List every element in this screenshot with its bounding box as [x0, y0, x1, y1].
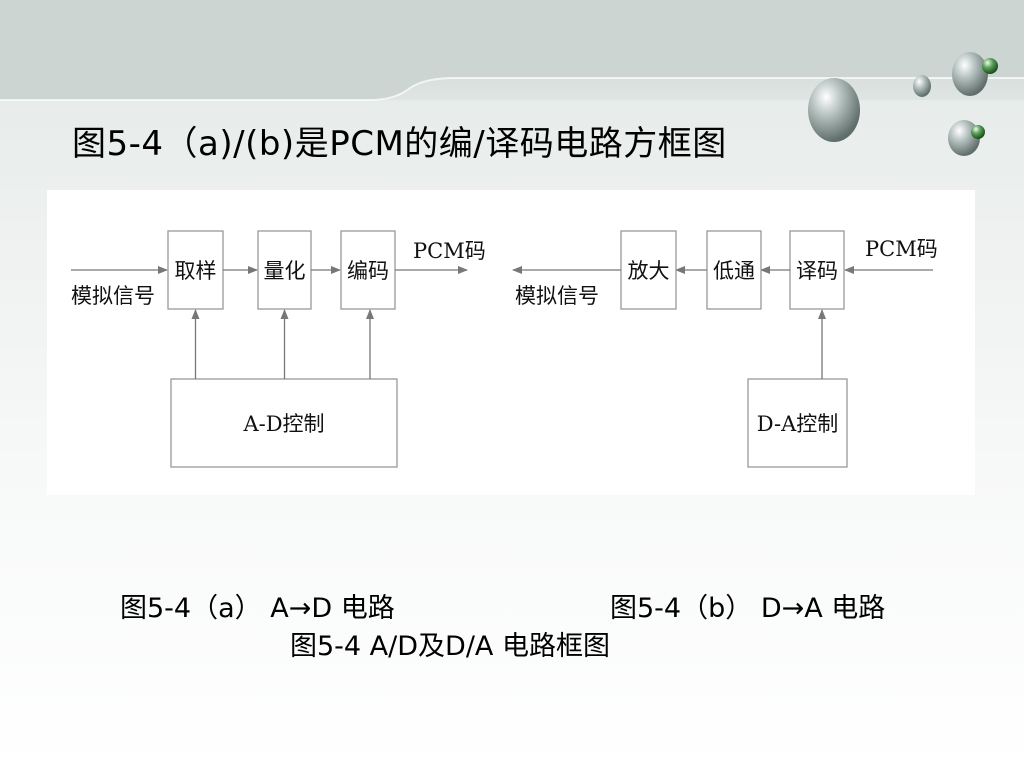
ad-control-label: A-D控制: [242, 412, 324, 436]
encoding-block: [340, 230, 396, 310]
ad-control-block: [170, 378, 398, 468]
header-curve-decoration: [0, 0, 1024, 101]
green-drop-icon: [982, 58, 998, 74]
diagram-b: PCM码 译码 低通 放大 模拟信号 D-A控制: [512, 230, 938, 468]
b-output-label: 模拟信号: [515, 284, 599, 308]
green-drop-small-icon: [971, 125, 985, 139]
diagram-panel: 模拟信号 取样 量化 编码 PCM码 A-D控制 PCM码 译码: [47, 190, 975, 495]
decoding-label: 译码: [796, 259, 838, 283]
encoding-label: 编码: [347, 259, 389, 283]
decoding-block: [789, 230, 845, 310]
small-drop-icon: [913, 75, 931, 97]
block-diagram: 模拟信号 取样 量化 编码 PCM码 A-D控制 PCM码 译码: [71, 230, 938, 468]
large-drop-icon: [808, 78, 860, 142]
sampling-label: 取样: [175, 259, 217, 283]
a-input-label: 模拟信号: [71, 284, 155, 308]
slide-title: 图5-4（a)/(b)是PCM的编/译码电路方框图: [72, 124, 727, 164]
quantization-block: [257, 230, 312, 310]
a-output-label: PCM码: [413, 239, 486, 263]
caption-main: 图5-4 A/D及D/A 电路框图: [290, 631, 610, 662]
water-drops-decoration: [808, 52, 998, 156]
caption-a: 图5-4（a） A→D 电路: [120, 593, 395, 624]
amplifier-block: [620, 230, 677, 310]
da-control-block: [747, 378, 848, 468]
b-input-label: PCM码: [865, 237, 938, 261]
medium-drop-icon: [952, 52, 988, 96]
quantization-label: 量化: [264, 259, 306, 283]
lowpass-label: 低通: [713, 259, 755, 283]
amplifier-label: 放大: [628, 259, 670, 283]
diagram-a: 模拟信号 取样 量化 编码 PCM码 A-D控制: [71, 230, 486, 468]
caption-b: 图5-4（b） D→A 电路: [610, 593, 886, 624]
da-control-label: D-A控制: [757, 412, 839, 436]
